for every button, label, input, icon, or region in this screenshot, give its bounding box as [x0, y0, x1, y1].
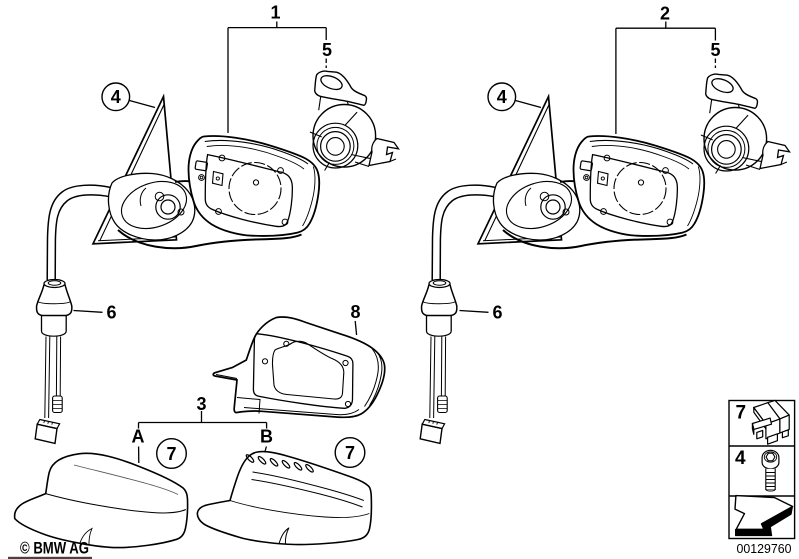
svg-text:5: 5: [710, 40, 720, 60]
svg-text:4: 4: [735, 448, 746, 469]
svg-text:7: 7: [345, 443, 355, 463]
svg-text:1: 1: [270, 3, 280, 23]
svg-text:6: 6: [492, 302, 502, 322]
svg-text:2: 2: [660, 3, 670, 23]
svg-text:B: B: [260, 426, 273, 446]
svg-text:5: 5: [322, 40, 332, 60]
svg-text:3: 3: [196, 394, 206, 414]
svg-text:© BMW AG: © BMW AG: [20, 539, 89, 558]
svg-text:00129760: 00129760: [737, 542, 792, 556]
svg-text:4: 4: [111, 87, 121, 107]
svg-text:7: 7: [166, 444, 176, 464]
svg-text:7: 7: [736, 403, 747, 424]
svg-text:A: A: [132, 426, 145, 446]
svg-text:8: 8: [350, 302, 360, 322]
svg-text:6: 6: [106, 302, 116, 322]
svg-text:4: 4: [497, 87, 507, 107]
